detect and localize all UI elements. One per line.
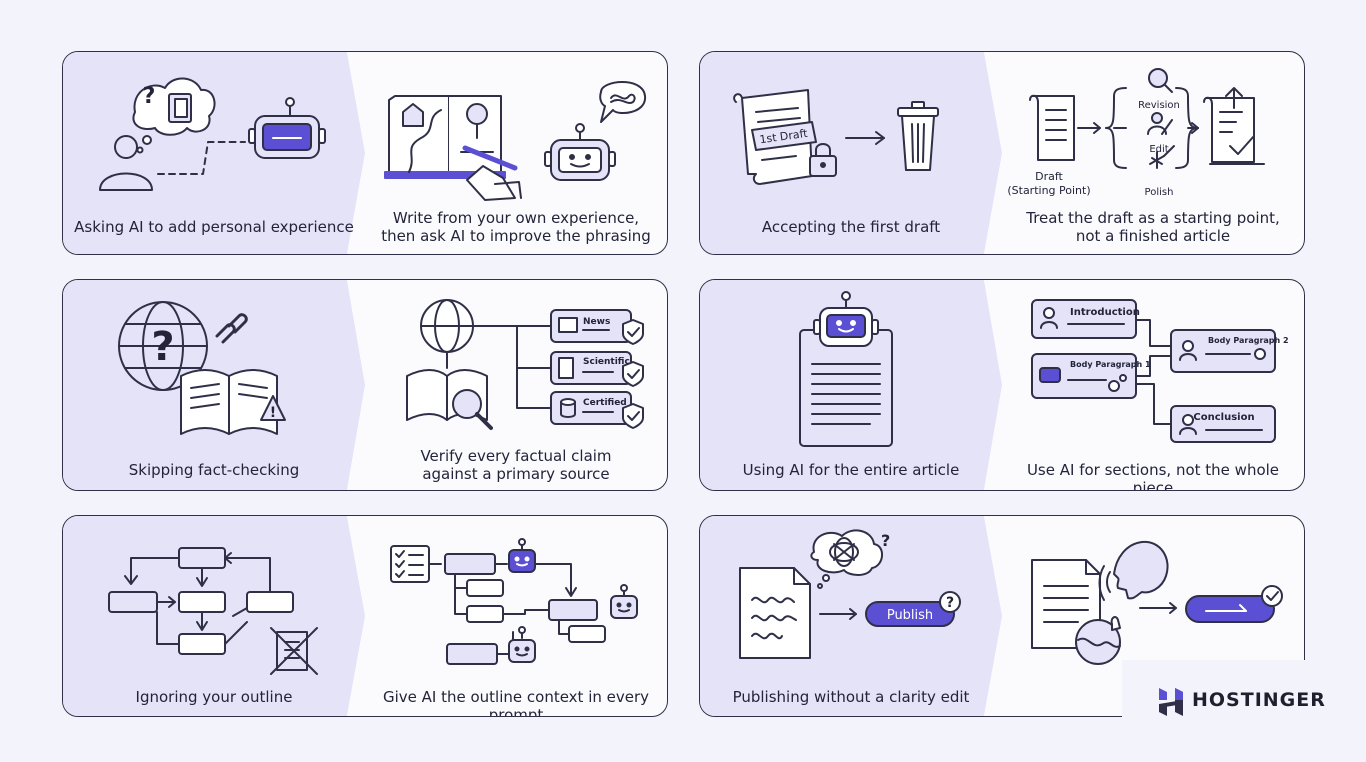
sections-fix-illustration: Introduction Body Paragraph 1 Body Parag… <box>1031 299 1289 443</box>
mistake-caption: Publishing without a clarity edit <box>732 688 970 706</box>
mistake-panel: ? ! Skipping fact-checking <box>63 280 365 490</box>
revision-label: Revision <box>1138 100 1180 111</box>
fix-panel: News Scientific Certified Verify every f… <box>365 280 667 490</box>
scientific-label: Scientific <box>583 357 630 367</box>
svg-text:!: ! <box>270 405 276 421</box>
entire-article-mistake-illustration <box>799 291 893 447</box>
mistake-panel: ? ? Publish Publishing without a clarity… <box>700 516 1002 716</box>
first-draft-fix-illustration: Draft (Starting Point) Revision Edit Pol… <box>1007 68 1265 198</box>
fix-caption-line-2: not a finished article <box>1075 227 1231 245</box>
starting-point-label: (Starting Point) <box>1007 184 1090 197</box>
fix-caption-line-2: against a primary source <box>422 465 610 483</box>
svg-text:?: ? <box>151 324 174 370</box>
card-first-draft: 1st Draft Accepting the first draft <box>699 51 1305 255</box>
certified-label: Certified <box>583 398 627 408</box>
fix-caption-line-2: then ask AI to improve the phrasing <box>381 227 651 245</box>
mistake-caption: Skipping fact-checking <box>128 461 300 479</box>
fix-caption-line-1: Treat the draft as a starting point, <box>1026 209 1280 227</box>
fact-checking-mistake-illustration: ? ! <box>118 301 286 435</box>
personal-experience-fix-illustration <box>384 81 647 201</box>
card-personal-experience: ? Asking AI to add personal experience <box>62 51 668 255</box>
mistake-caption: Using AI for the entire article <box>742 461 960 479</box>
card-outline: Ignoring your outline <box>62 515 668 717</box>
clarity-edit-fix-illustration <box>1031 540 1283 665</box>
polish-label: Polish <box>1145 187 1174 198</box>
body-paragraph-1-label: Body Paragraph 1 <box>1070 360 1151 369</box>
card-fact-checking: ? ! Skipping fact-checking <box>62 279 668 491</box>
outline-fix-illustration <box>390 538 638 665</box>
draft-label: Draft <box>1035 170 1063 183</box>
clarity-edit-mistake-illustration: ? ? Publish <box>739 529 961 659</box>
fix-panel <box>1002 516 1304 716</box>
fix-panel: Draft (Starting Point) Revision Edit Pol… <box>1002 52 1304 254</box>
body-paragraph-2-label: Body Paragraph 2 <box>1208 336 1289 345</box>
edit-label: Edit <box>1149 144 1168 155</box>
fix-panel: Introduction Body Paragraph 1 Body Parag… <box>1002 280 1304 490</box>
fix-caption-line-1: Verify every factual claim <box>420 447 612 465</box>
card-clarity-edit: ? ? Publish Publishing without a clarity… <box>699 515 1305 717</box>
fix-caption-line-1: Give AI the outline context in every pro… <box>382 688 650 717</box>
mistake-panel: Using AI for the entire article <box>700 280 1002 490</box>
fact-checking-fix-illustration: News Scientific Certified <box>406 299 644 430</box>
first-draft-mistake-illustration: 1st Draft <box>733 89 939 185</box>
outline-mistake-illustration <box>108 547 318 675</box>
fix-caption-line-1: Use AI for sections, not the whole piece <box>1026 461 1280 491</box>
svg-text:?: ? <box>881 531 890 550</box>
personal-experience-mistake-illustration: ? <box>99 77 326 191</box>
introduction-label: Introduction <box>1070 307 1140 318</box>
mistake-caption: Ignoring your outline <box>135 688 293 706</box>
fix-caption-line-1: Write from your own experience, <box>392 209 640 227</box>
mistake-caption: Accepting the first draft <box>761 218 941 236</box>
mistake-panel: ? Asking AI to add personal experience <box>63 52 365 254</box>
conclusion-label: Conclusion <box>1193 412 1254 423</box>
hostinger-logo-icon <box>1159 688 1183 716</box>
svg-text:?: ? <box>946 595 954 611</box>
brand-name: HOSTINGER <box>1192 689 1326 711</box>
mistake-panel: 1st Draft Accepting the first draft <box>700 52 1002 254</box>
fix-panel: Give AI the outline context in every pro… <box>365 516 667 716</box>
card-entire-article: Using AI for the entire article <box>699 279 1305 491</box>
news-label: News <box>583 317 610 327</box>
publish-button: Publish <box>887 608 933 623</box>
mistake-panel: Ignoring your outline <box>63 516 365 716</box>
mistake-caption: Asking AI to add personal experience <box>74 218 354 236</box>
svg-text:?: ? <box>143 84 156 109</box>
fix-panel: Write from your own experience, then ask… <box>365 52 667 254</box>
brand-logo: HOSTINGER <box>1122 660 1366 740</box>
